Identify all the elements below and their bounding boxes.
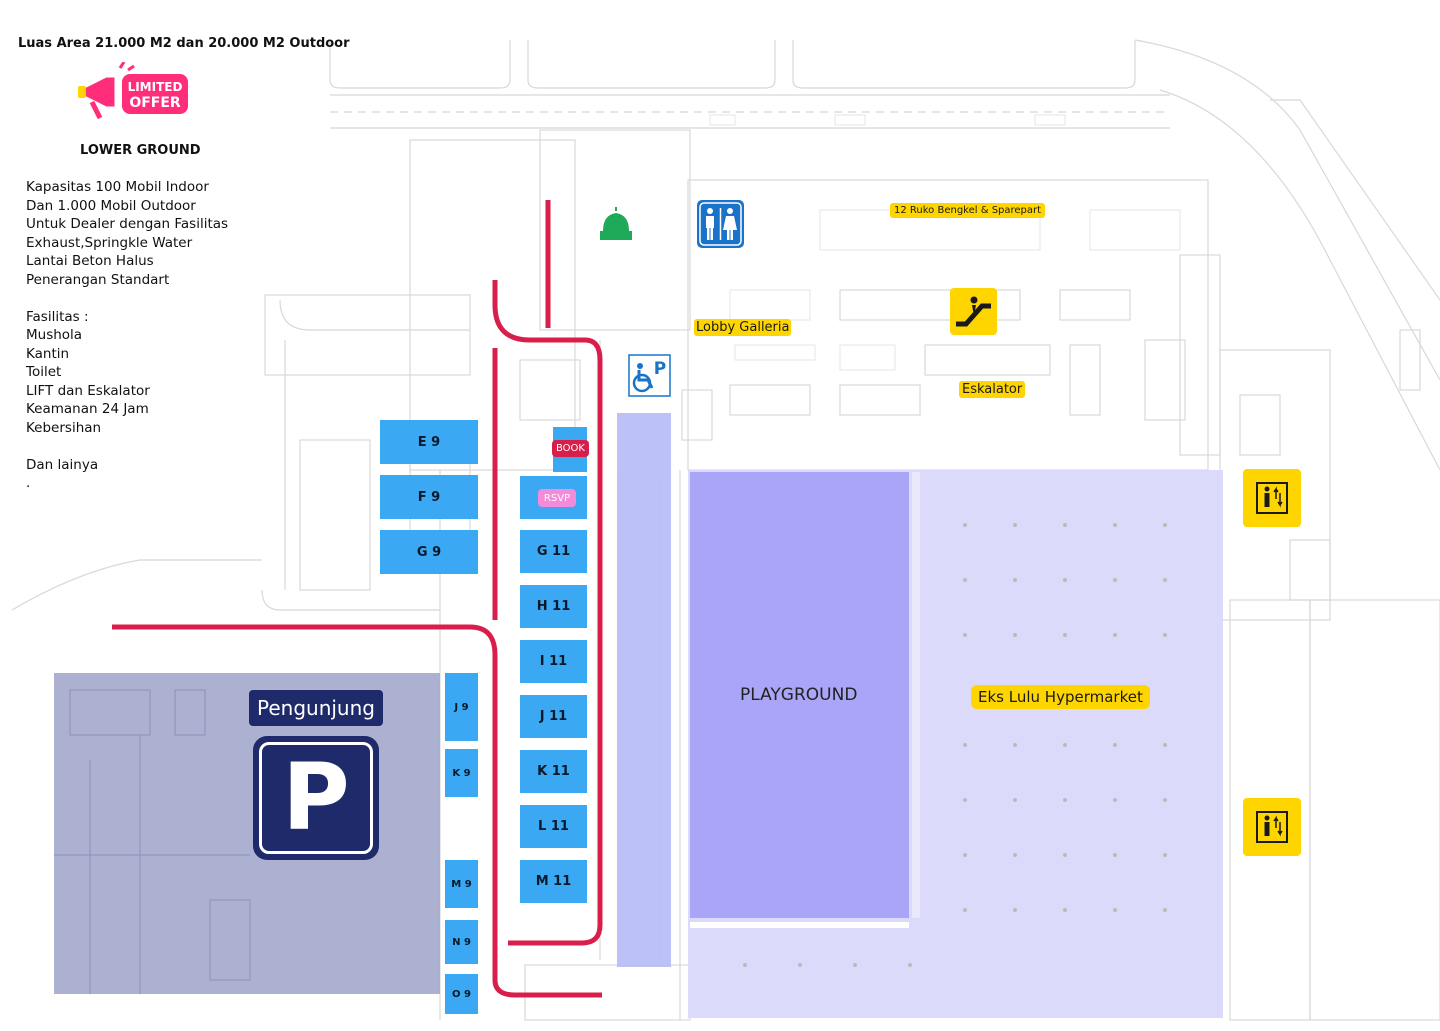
booth-o9[interactable]: O 9	[445, 974, 478, 1014]
info-line: Untuk Dealer dengan Fasilitas	[26, 216, 229, 232]
playground-label: PLAYGROUND	[740, 685, 858, 705]
rsvp-badge[interactable]: RSVP	[538, 489, 576, 507]
lift-icon	[1243, 798, 1301, 856]
info-line: Toilet	[26, 364, 62, 380]
lift-icon	[1243, 469, 1301, 527]
booth-j11[interactable]: J 11	[520, 695, 587, 738]
badge-bottom: OFFER	[129, 95, 181, 111]
escalator-icon	[950, 288, 997, 335]
info-line: Kebersihan	[26, 419, 102, 436]
booth-g9[interactable]: G 9	[380, 530, 478, 574]
booth-h11[interactable]: H 11	[520, 585, 587, 628]
aisle-strip	[617, 413, 671, 967]
floor-title: LOWER GROUND	[80, 143, 201, 158]
visitor-parking-label: Pengunjung	[249, 690, 383, 726]
booth-i11[interactable]: I 11	[520, 640, 587, 683]
booth-k11[interactable]: K 11	[520, 750, 587, 793]
info-line: Kantin	[26, 345, 70, 362]
parking-sign: P	[253, 736, 379, 860]
info-line: Kapasitas 100 Mobil Indoor	[26, 179, 209, 195]
lobby-label: Lobby Galleria	[694, 319, 792, 336]
wheelchair-icon: P	[628, 354, 671, 397]
info-line: .	[26, 475, 31, 491]
booth-m9[interactable]: M 9	[445, 860, 478, 908]
info-line: Lantai Beton Halus	[26, 253, 154, 269]
area-title: Luas Area 21.000 M2 dan 20.000 M2 Outdoo…	[18, 36, 350, 51]
info-line: Fasilitas :	[26, 308, 89, 325]
info-line: Dan lainya	[26, 456, 99, 473]
info-line: Mushola	[26, 327, 83, 343]
playground-zone	[690, 472, 909, 918]
booth-k9[interactable]: K 9	[445, 749, 478, 797]
megaphone-icon: LIMITED OFFER	[78, 62, 188, 120]
info-line	[26, 437, 228, 456]
toilet-icon	[697, 200, 744, 248]
booth-f9[interactable]: F 9	[380, 475, 478, 519]
book-badge[interactable]: BOOK	[552, 440, 589, 457]
info-line: Penerangan Standart	[26, 271, 170, 288]
booth-l11[interactable]: L 11	[520, 805, 587, 848]
info-line: Keamanan 24 Jam	[26, 401, 149, 417]
route-lines	[112, 200, 603, 998]
info-line	[26, 289, 228, 308]
badge-top: LIMITED	[128, 80, 183, 94]
booth-m11[interactable]: M 11	[520, 860, 587, 903]
booth-j9[interactable]: J 9	[445, 673, 478, 741]
booth-g11[interactable]: G 11	[520, 530, 587, 573]
parking-letter: P	[259, 742, 373, 854]
column-dots	[743, 523, 1167, 967]
booth-n9[interactable]: N 9	[445, 920, 478, 964]
escalator-label: Eskalator	[959, 381, 1026, 398]
info-line: Exhaust,Springkle Water	[26, 234, 193, 251]
ruko-label: 12 Ruko Bengkel & Sparepart	[890, 203, 1046, 218]
disabled-parking-letter: P	[654, 359, 666, 379]
info-list: Kapasitas 100 Mobil Indoor Dan 1.000 Mob…	[26, 178, 228, 493]
booth-e9[interactable]: E 9	[380, 420, 478, 464]
info-line: Dan 1.000 Mobil Outdoor	[26, 197, 196, 214]
info-line: LIFT dan Eskalator	[26, 382, 150, 399]
hypermarket-label: Eks Lulu Hypermarket	[971, 685, 1150, 709]
mosque-icon	[600, 207, 632, 240]
